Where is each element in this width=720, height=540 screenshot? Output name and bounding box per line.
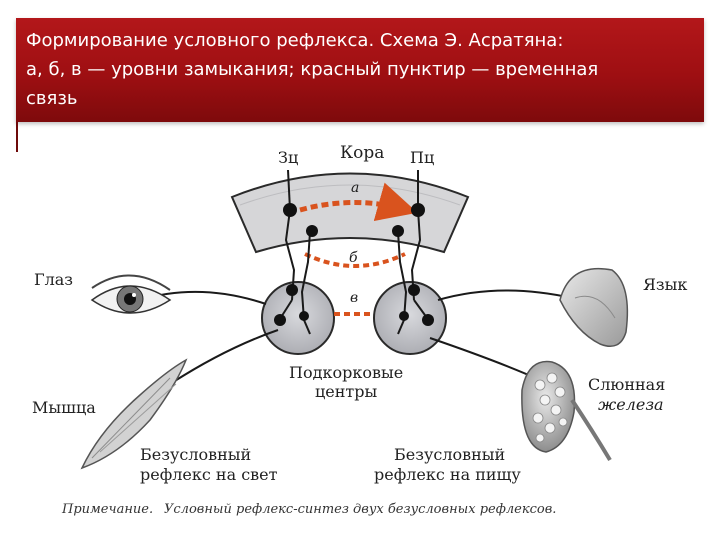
subcortical-center-right (373, 281, 447, 355)
subcortical-label-line-2: центры (315, 382, 378, 401)
temporary-link-b (304, 252, 406, 268)
note-prefix: Примечание. (61, 502, 153, 517)
level-b-label: б (349, 250, 358, 266)
subcortical-center-left (261, 281, 335, 355)
muscle-label: Мышца (32, 398, 96, 417)
title-banner: Формирование условного рефлекса. Схема Э… (16, 18, 704, 122)
temporary-link-a (299, 182, 418, 222)
eye-label: Глаз (34, 270, 73, 289)
title-line-3: связь (26, 88, 78, 109)
reflex-light-line-1: Безусловный (140, 445, 251, 464)
banner-edge (16, 122, 18, 152)
reflex-food-line-2: рефлекс на пищу (374, 465, 521, 484)
title-line-2: а, б, в — уровни замыкания; красный пунк… (26, 59, 599, 80)
note-text: Условный рефлекс-синтез двух безусловных… (164, 502, 556, 517)
slide-title: Формирование условного рефлекса. Схема Э… (26, 26, 694, 113)
reflex-light-line-2: рефлекс на свет (140, 465, 278, 484)
muscle-icon (80, 358, 188, 470)
level-a-label: а (351, 180, 359, 196)
title-line-1: Формирование условного рефлекса. Схема Э… (26, 30, 564, 51)
subcortical-label-line-1: Подкорковые (289, 363, 403, 382)
gland-label-line-1: Слюнная (588, 375, 665, 394)
eye-icon (90, 274, 172, 314)
food-center-label: Пц (410, 148, 434, 167)
tongue-label: Язык (643, 275, 687, 294)
visual-center-label: Зц (278, 148, 298, 167)
tongue-icon (559, 267, 629, 347)
gland-label-line-2: железа (598, 395, 664, 414)
reflex-food-line-1: Безусловный (394, 445, 505, 464)
level-v-label: в (350, 290, 358, 306)
salivary-gland-icon (521, 360, 612, 462)
cortex-label: Кора (340, 143, 384, 163)
